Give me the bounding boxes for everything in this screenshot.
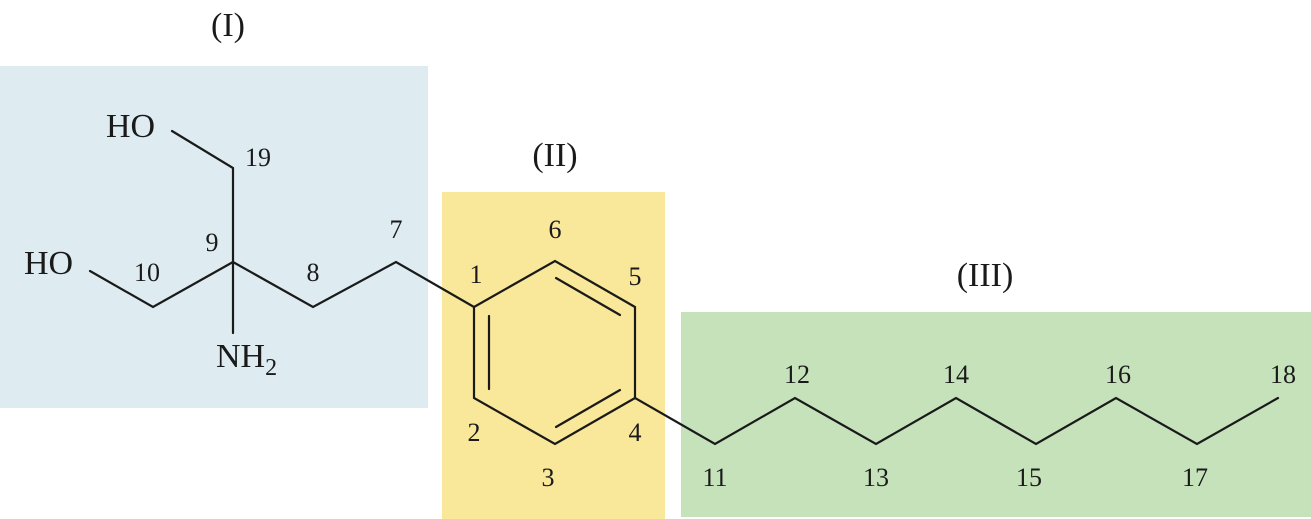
num-13: 13	[863, 463, 889, 492]
num-9: 9	[206, 228, 219, 257]
num-1: 1	[470, 260, 483, 289]
num-4: 4	[629, 418, 642, 447]
num-8: 8	[307, 258, 320, 287]
double-bond-c4-c3	[554, 388, 622, 429]
num-17: 17	[1182, 463, 1208, 492]
num-11: 11	[702, 463, 727, 492]
alkyl-chain	[633, 396, 1280, 446]
atom-ho-left: HO	[24, 245, 73, 282]
num-2: 2	[468, 418, 481, 447]
region-I-label: (I)	[211, 7, 245, 44]
region-II-label: (II)	[532, 137, 577, 174]
bond-ho-c19-c9	[170, 129, 235, 264]
num-15: 15	[1016, 463, 1042, 492]
atom-ho-top: HO	[106, 108, 155, 145]
num-3: 3	[542, 463, 555, 492]
num-16: 16	[1105, 360, 1131, 389]
region-II-box	[442, 192, 665, 519]
num-10: 10	[134, 258, 160, 287]
num-5: 5	[629, 262, 642, 291]
bond-ho-c10-c9	[88, 260, 235, 309]
num-12: 12	[784, 360, 810, 389]
bond-c9-c8-c7-c1	[231, 260, 476, 309]
atom-numbers: 1 2 3 4 5 6 7 8 9 10 11 12 13 14 15 16 1…	[134, 143, 1296, 492]
double-bond-c6-c5	[554, 276, 622, 317]
num-18: 18	[1270, 360, 1296, 389]
atom-nh2: NH2	[216, 338, 277, 381]
region-III-box	[681, 312, 1311, 517]
region-I-box	[0, 66, 428, 408]
num-14: 14	[943, 360, 969, 389]
bonds	[88, 129, 1280, 446]
region-III-label: (III)	[957, 257, 1014, 294]
num-7: 7	[390, 215, 403, 244]
num-6: 6	[549, 215, 562, 244]
num-19: 19	[245, 143, 271, 172]
